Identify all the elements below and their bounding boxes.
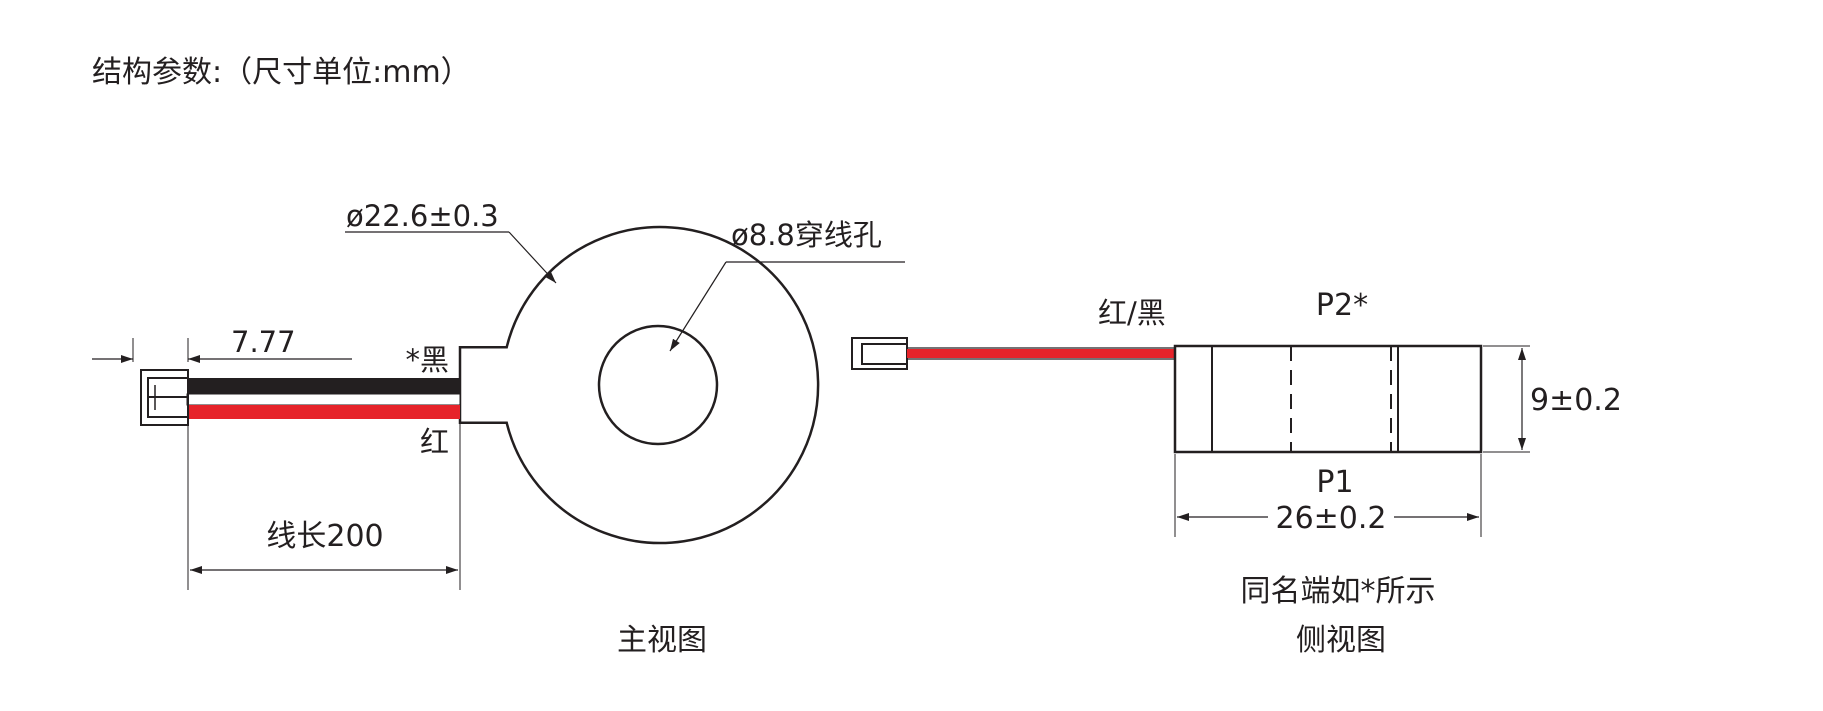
p2-terminal-label: P2* (1316, 288, 1368, 323)
black-wire (187, 378, 460, 394)
outer-diameter-label: ø22.6±0.3 (346, 199, 499, 233)
height-dim-label: 9±0.2 (1530, 383, 1622, 418)
page-title: 结构参数:（尺寸单位:mm） (92, 55, 471, 90)
wire-length-label: 线长200 (266, 519, 383, 554)
coil-body (1173, 344, 1483, 454)
side-view-caption: 侧视图 (1296, 623, 1386, 658)
ring-outline (458, 225, 820, 545)
through-hole (597, 324, 719, 446)
front-connector (140, 369, 189, 426)
red-wire (187, 405, 460, 419)
side-red-wire (907, 349, 1175, 358)
p1-terminal-label: P1 (1316, 465, 1353, 500)
front-view-caption: 主视图 (617, 623, 707, 658)
black-lead-label: *黑 (405, 343, 449, 377)
side-connector (851, 337, 908, 370)
lead-colors-label: 红/黑 (1098, 296, 1166, 330)
hole-diameter-label: ø8.8穿线孔 (731, 218, 882, 252)
polarity-note: 同名端如*所示 (1241, 574, 1436, 609)
side-view: 红/黑 P2* P1 9±0.2 26±0.2 同名端如*所示 侧视图 (851, 288, 1622, 658)
red-lead-label: 红 (420, 425, 449, 459)
white-wire (186, 393, 461, 406)
width-dim-label: 26±0.2 (1275, 501, 1386, 536)
front-view: 7.77 线长200 *黑 红 ø22.6±0.3 ø8.8穿线孔 主视图 (92, 199, 905, 658)
connector-offset-label: 7.77 (231, 325, 296, 359)
